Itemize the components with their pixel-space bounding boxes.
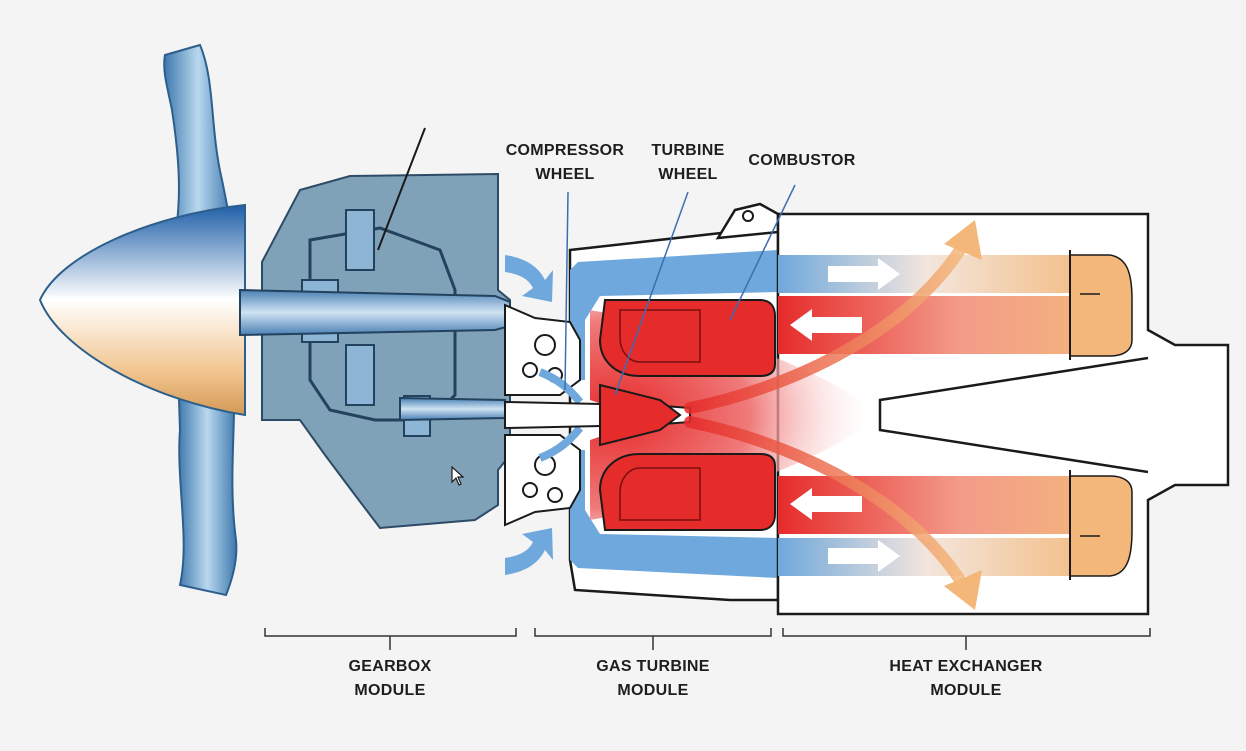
exhaust-arrow-lower-head [944,570,982,610]
mouse-pointer-icon [451,466,465,486]
arrow-icon [828,258,900,290]
label-compressor-wheel: COMPRESSOR WHEEL [505,142,625,183]
propeller [38,43,246,597]
leader-lines [564,184,796,396]
gearbox-bracket [264,628,517,650]
secondary-shaft [399,396,506,422]
label-turbine-wheel: TURBINE WHEEL [651,142,725,183]
main-shaft [239,288,511,337]
module-brackets [264,628,1151,650]
propeller-blade-lower [176,369,238,597]
combustor-can-lower [598,453,776,531]
intake-arrow-upper [505,255,553,302]
propeller-spinner [38,203,246,417]
module-label-heat-exchanger: HEAT EXCHANGER MODULE [889,658,1043,699]
exhaust-arrow-upper [684,244,966,414]
intake-arrow-lower [505,528,553,575]
arrow-icon [790,488,862,520]
intake-arrows [505,255,553,575]
label-combustor: COMBUSTOR [748,152,856,169]
gearbox-housing [239,127,511,530]
arrow-icon [790,309,862,341]
compressor-turbine-assembly [504,303,691,527]
module-label-gearbox: GEARBOX MODULE [348,658,432,699]
arrow-icon [828,540,900,572]
exhaust-arrow-upper-head [944,220,982,260]
flow-arrows [684,220,982,610]
heat-exchanger-bracket [782,628,1151,650]
gas-turbine-bracket [534,628,772,650]
exhaust-arrow-lower [684,416,966,586]
propeller-blade-upper [163,43,234,231]
module-label-gas-turbine: GAS TURBINE MODULE [596,658,710,699]
